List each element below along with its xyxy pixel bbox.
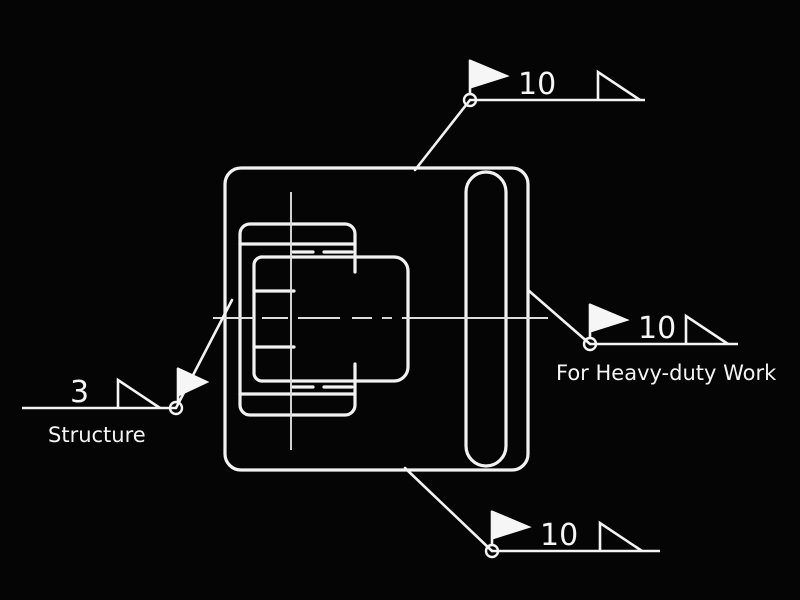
weld-size-right: 10: [638, 311, 676, 346]
fillet-weld-triangle-icon-top: [596, 69, 641, 102]
hidden-detail-lines: [291, 250, 354, 389]
leader-line-top: [413, 98, 472, 172]
weld-tail-text-left: Structure: [48, 423, 146, 447]
stepped-block-lower: [238, 362, 357, 417]
leader-line-bottom: [403, 466, 494, 553]
weld-tail-text-right: For Heavy-duty Work: [556, 361, 777, 385]
inner-boss-shoulders: [252, 255, 296, 383]
weld-size-left: 3: [70, 375, 89, 410]
weld-size-bottom: 10: [540, 518, 578, 553]
leader-line-right: [526, 288, 592, 346]
field-weld-flag-icon-right: [588, 303, 630, 338]
inner-boss-outline: [260, 255, 410, 383]
fillet-weld-triangle-icon-left: [116, 377, 161, 410]
field-weld-flag-icon-left: [176, 367, 210, 402]
fillet-weld-triangle-icon-bottom: [598, 520, 643, 553]
vertical-rounded-slot: [464, 170, 508, 468]
weld-all-around-icon-left: [168, 400, 184, 416]
weld-symbol-left[interactable]: 3 Structure: [22, 298, 234, 447]
weld-symbol-top[interactable]: 10: [413, 59, 645, 172]
field-weld-flag-icon-bottom: [490, 510, 532, 545]
fillet-weld-triangle-icon-right: [684, 313, 729, 346]
weld-size-top: 10: [518, 67, 556, 102]
centerlines: [213, 192, 548, 450]
stepped-block-upper: [238, 222, 357, 274]
outer-plate-outline: [223, 166, 530, 472]
weld-symbol-bottom[interactable]: 10: [403, 466, 660, 559]
part-geometry: [213, 166, 548, 472]
field-weld-flag-icon-top: [468, 59, 510, 94]
weld-symbol-right[interactable]: 10 For Heavy-duty Work: [526, 288, 777, 385]
